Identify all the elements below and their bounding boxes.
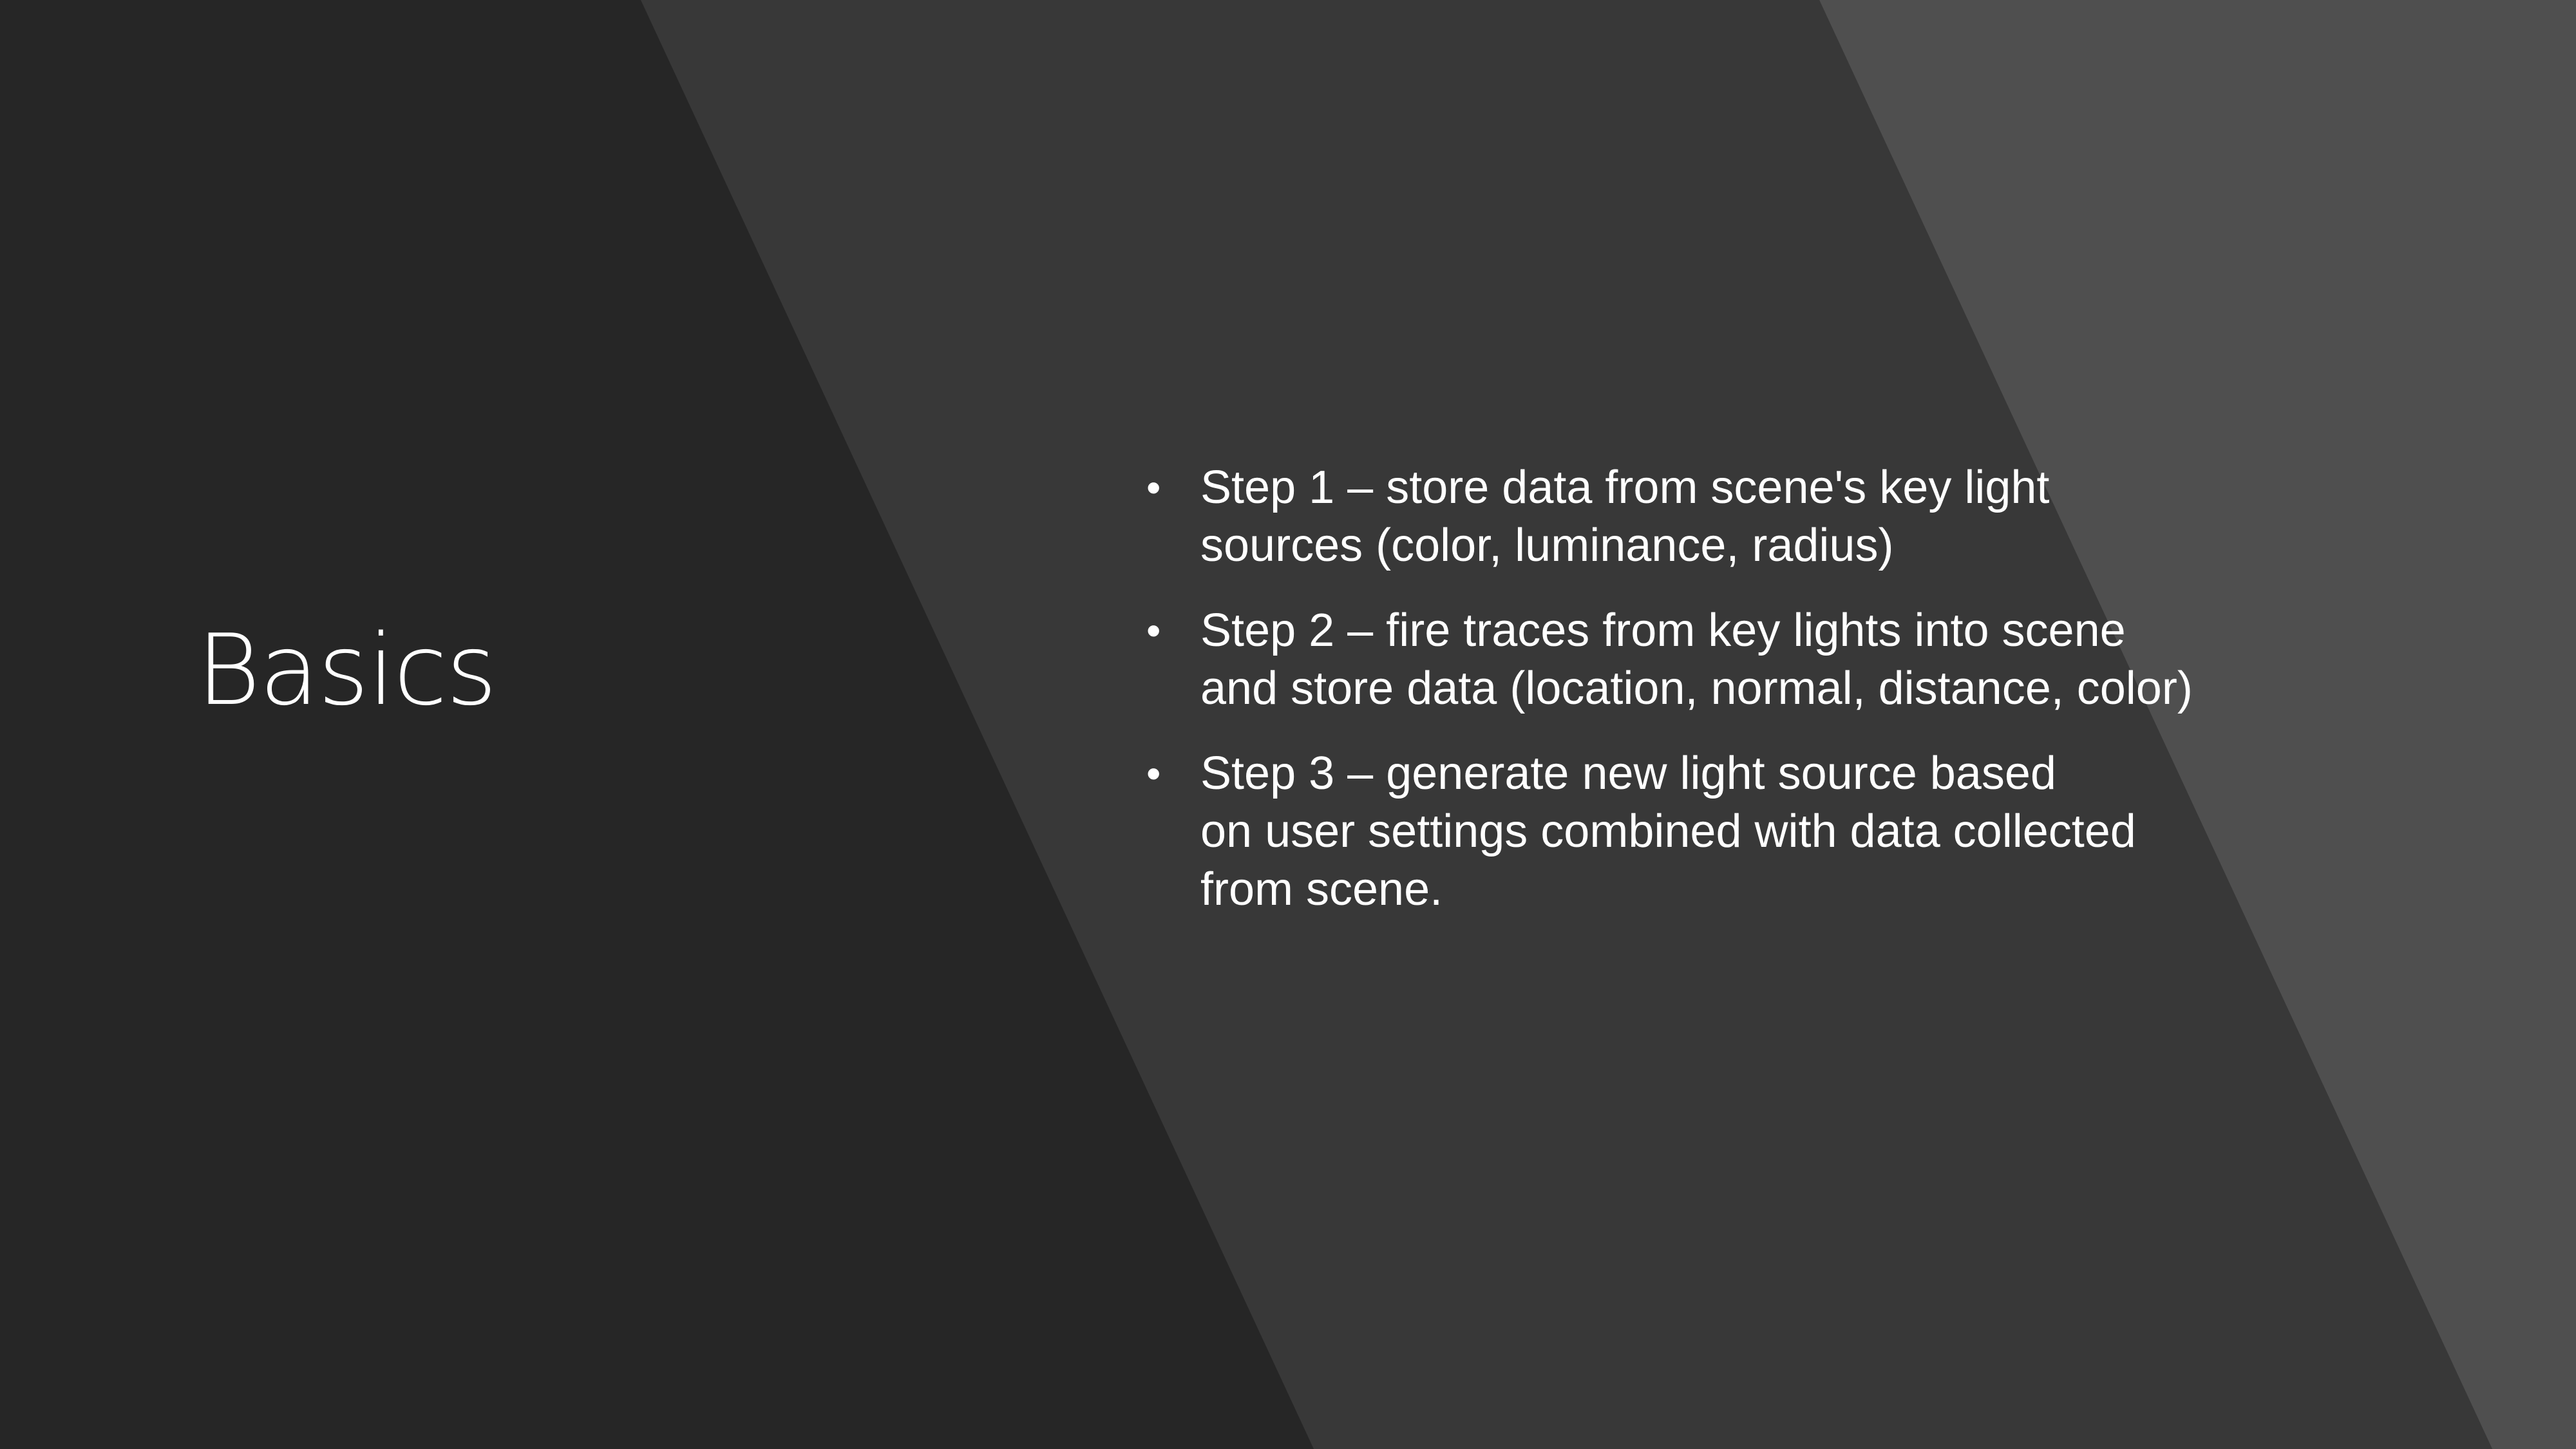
- bullet-line: sources (color, luminance, radius): [1200, 520, 1894, 571]
- slide-title: Basics: [196, 613, 497, 727]
- bullet-list: • Step 1 – store data from scene's key l…: [1146, 459, 2338, 945]
- bullet-dot-icon: •: [1146, 464, 1161, 511]
- bullet-item-step-1: • Step 1 – store data from scene's key l…: [1146, 459, 2338, 574]
- bullet-line: Step 2 – fire traces from key lights int…: [1200, 605, 2126, 656]
- bullet-line: from scene.: [1200, 864, 1443, 915]
- background-band-middle: [641, 0, 2492, 1449]
- bullet-dot-icon: •: [1146, 750, 1161, 797]
- bullet-line: and store data (location, normal, distan…: [1200, 663, 2193, 714]
- bullet-line: on user settings combined with data coll…: [1200, 806, 2136, 857]
- background-band-right: [1819, 0, 2576, 1449]
- bullet-dot-icon: •: [1146, 607, 1161, 654]
- bullet-line: Step 3 – generate new light source based: [1200, 748, 2056, 799]
- bullet-item-step-3: • Step 3 – generate new light source bas…: [1146, 744, 2338, 918]
- bullet-item-step-2: • Step 2 – fire traces from key lights i…: [1146, 601, 2338, 717]
- bullet-line: Step 1 – store data from scene's key lig…: [1200, 462, 2050, 513]
